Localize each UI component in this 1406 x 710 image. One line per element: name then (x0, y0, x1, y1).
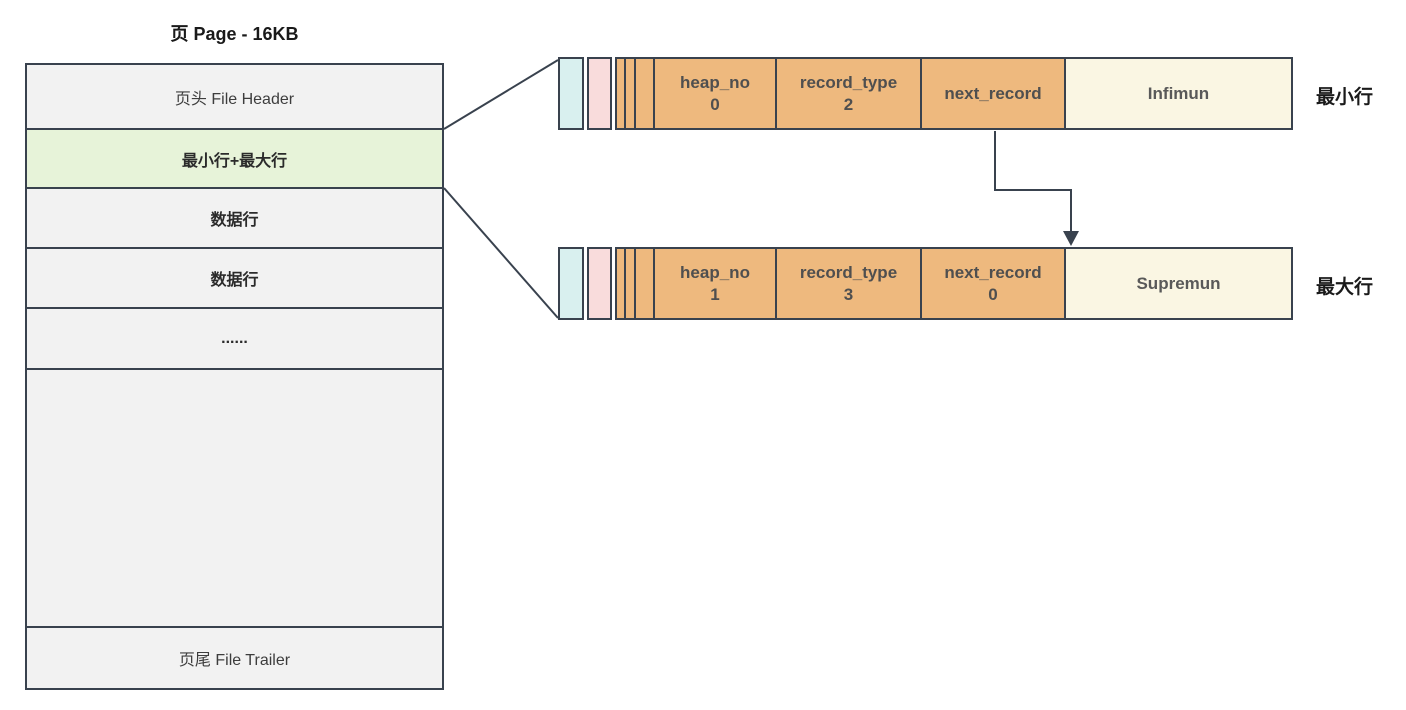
field-record-type: record_type 2 (775, 57, 922, 130)
next-record-arrow-line (994, 131, 1072, 233)
section-label: 页头 File Header (174, 90, 295, 108)
section-label: 页尾 File Trailer (178, 652, 291, 669)
page-section-min-max-rows: 最小行+最大行 (27, 130, 442, 189)
record-name-cell-supremum: Supremun (1064, 247, 1293, 320)
page-section-data-row-2: 数据行 (27, 249, 442, 309)
record-row-supremum: heap_no 1 record_type 3 next_record 0 Su… (558, 247, 1293, 320)
field-value: 1 (710, 284, 720, 304)
record-prefix-cell-pink (587, 247, 612, 320)
section-label: 最小行+最大行 (181, 152, 288, 170)
next-record-arrowhead (1063, 231, 1079, 246)
field-value: 0 (988, 284, 998, 304)
field-label: record_type (799, 263, 898, 283)
connector-line-to-supremum (443, 187, 559, 319)
page-section-file-header: 页头 File Header (27, 65, 442, 130)
field-label: next_record (944, 83, 1042, 103)
side-label-max-row: 最大行 (1316, 277, 1374, 298)
field-label: next_record (944, 263, 1042, 283)
side-label-min-row: 最小行 (1316, 87, 1374, 108)
field-value: 2 (843, 94, 854, 114)
record-header-strip-3 (634, 247, 655, 320)
field-value: 0 (710, 94, 720, 114)
connector-line-to-infimum (443, 59, 559, 130)
record-row-infimum: heap_no 0 record_type 2 next_record Infi… (558, 57, 1293, 130)
field-label: record_type (799, 73, 898, 93)
page-title: 页 Page - 16KB (170, 24, 299, 44)
field-label: heap_no (680, 263, 750, 283)
field-next-record: next_record 0 (920, 247, 1066, 320)
field-heap-no: heap_no 1 (653, 247, 777, 320)
section-label: 数据行 (210, 272, 259, 289)
record-prefix-cell-blue (558, 57, 584, 130)
page-section-ellipsis: ...... (27, 309, 442, 370)
section-label: ...... (221, 329, 248, 347)
field-value: 3 (843, 284, 854, 304)
page-section-data-row-1: 数据行 (27, 189, 442, 249)
record-name: Supremun (1136, 273, 1221, 293)
section-label: 数据行 (210, 212, 259, 229)
record-prefix-cell-blue (558, 247, 584, 320)
field-heap-no: heap_no 0 (653, 57, 777, 130)
page-section-file-trailer: 页尾 File Trailer (27, 628, 442, 688)
field-record-type: record_type 3 (775, 247, 922, 320)
field-label: heap_no (680, 73, 750, 93)
record-header-strip-3 (634, 57, 655, 130)
page-section-free-space (27, 370, 442, 628)
record-name: Infimun (1147, 83, 1210, 103)
page-structure-stack: 页头 File Header 最小行+最大行 数据行 数据行 ...... 页尾… (25, 63, 444, 690)
record-prefix-cell-pink (587, 57, 612, 130)
record-name-cell-infimum: Infimun (1064, 57, 1293, 130)
field-next-record: next_record (920, 57, 1066, 130)
